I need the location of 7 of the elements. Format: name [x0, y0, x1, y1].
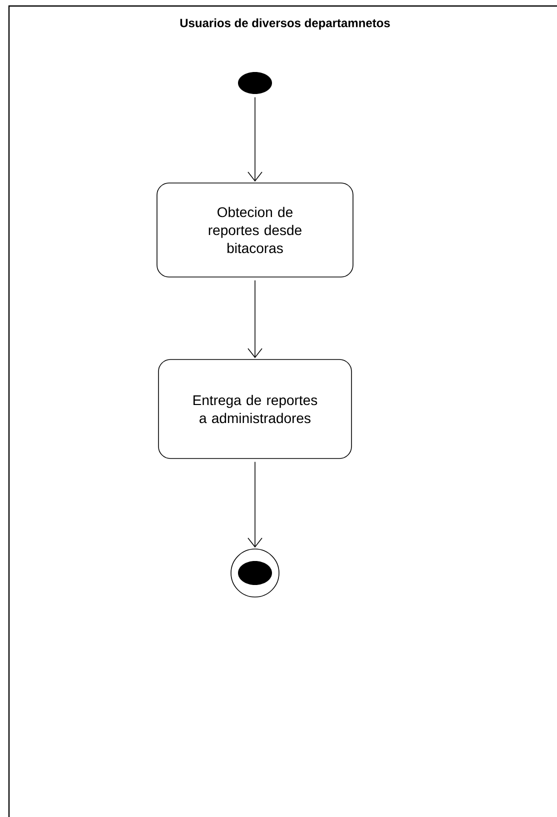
- arrow: [248, 462, 262, 548]
- arrow: [248, 280, 262, 358]
- activity-box: Entrega de reportes a administradores: [158, 359, 352, 459]
- activity-box: Obtecion de reportes desde bitacoras: [156, 182, 354, 278]
- arrow: [248, 96, 262, 182]
- final-node: [230, 548, 280, 598]
- initial-node: [238, 72, 272, 94]
